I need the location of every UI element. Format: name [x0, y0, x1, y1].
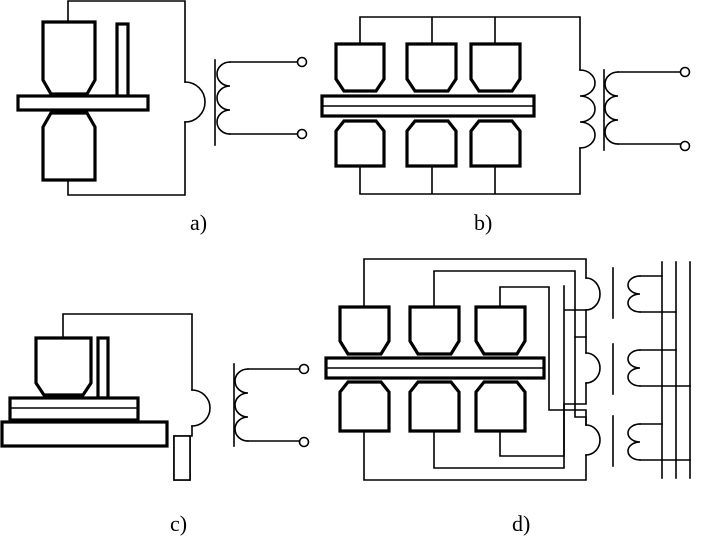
fig-d-primary-coil-3: [627, 423, 641, 461]
fig-b-secondary-lead-bottom: [359, 147, 581, 195]
fig-c-primary-lead: [247, 368, 302, 442]
fig-a-lower-electrode: [41, 111, 97, 182]
fig-d-primary-lead-3: [639, 423, 691, 461]
fig-b-secondary-loop: [579, 69, 596, 149]
fig-b-upper-electrode-1: [334, 42, 386, 93]
fig-b-caption: b): [474, 210, 492, 235]
fig-d-secondary-lead-3: [499, 285, 587, 457]
fig-b-primary-coil: [604, 71, 619, 145]
fig-a-workpiece-upright: [115, 22, 130, 100]
fig-c-primary-coil: [234, 368, 249, 442]
fig-c-backing-plate: [0, 420, 169, 448]
fig-d-primary-lead-2: [639, 349, 691, 387]
fig-c-upper-sheet: [8, 396, 140, 422]
fig-d-lower-electrode-3: [474, 380, 527, 433]
figure-b: b): [320, 16, 691, 235]
fig-a-terminal-bottom: [296, 128, 308, 140]
fig-b-lower-electrode-1: [334, 119, 386, 168]
fig-d-secondary-loop-1: [585, 277, 601, 311]
fig-c-ground-lug: [173, 435, 191, 481]
fig-d-upper-electrode-1: [338, 305, 391, 356]
fig-c-terminal-top: [298, 363, 310, 375]
fig-c-caption: c): [170, 511, 187, 536]
fig-a-primary-coil: [216, 61, 231, 135]
fig-b-upper-electrode-2: [405, 42, 458, 93]
fig-a-secondary-loop: [184, 81, 206, 123]
fig-d-upper-electrode-3: [474, 305, 527, 356]
fig-b-lower-electrode-3: [469, 119, 522, 168]
fig-d-lower-electrode-1: [338, 380, 391, 433]
fig-c-secondary-loop: [191, 389, 211, 427]
fig-d-upper-electrode-2: [408, 305, 461, 356]
fig-d-secondary-loop-3: [585, 424, 601, 456]
fig-d-secondary-loop-2: [585, 352, 601, 384]
fig-c-upright: [96, 336, 110, 400]
figure-a: a): [16, 0, 308, 235]
fig-b-terminal-bottom: [679, 140, 691, 152]
fig-a-upper-electrode: [41, 20, 97, 96]
figure-d: d): [324, 258, 691, 536]
fig-b-lower-electrode-2: [405, 119, 458, 168]
fig-d-primary-lead-1: [639, 275, 677, 313]
figure-c: c): [0, 313, 310, 536]
fig-b-upper-electrode-3: [469, 42, 522, 93]
fig-b-primary-lead: [617, 71, 683, 145]
fig-d-primary-coil-1: [627, 275, 641, 313]
fig-a-terminal-top: [296, 56, 308, 68]
fig-d-lower-electrode-2: [408, 380, 461, 433]
fig-a-primary-lead: [229, 61, 300, 135]
fig-c-terminal-bottom: [298, 436, 310, 448]
fig-d-caption: d): [512, 511, 530, 536]
fig-b-terminal-top: [679, 66, 691, 78]
fig-a-workpiece: [16, 94, 150, 112]
fig-d-primary-coil-2: [627, 349, 641, 387]
fig-c-electrode: [34, 336, 93, 397]
fig-b-secondary-lead-top: [359, 16, 581, 71]
fig-a-secondary-lead: [67, 0, 186, 196]
fig-a-caption: a): [190, 210, 207, 235]
